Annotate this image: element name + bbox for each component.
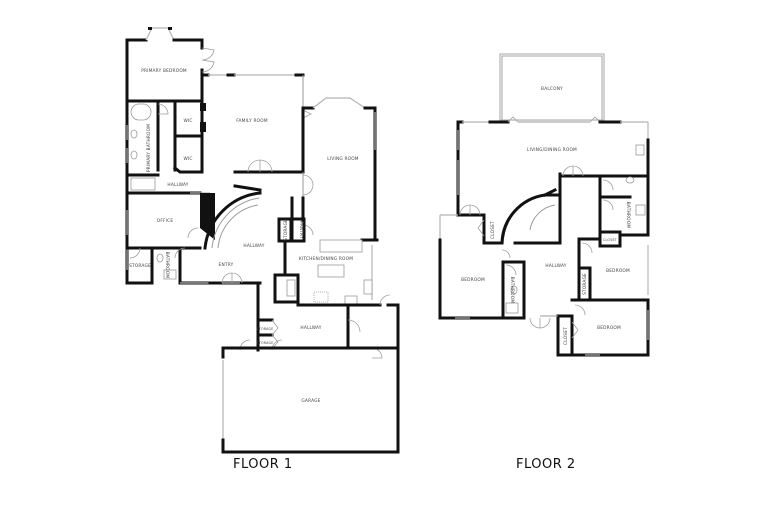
floor-1-plan: PRIMARY BEDROOM FAMILY ROOM WIC WIC PRIM… <box>125 27 400 472</box>
garage-walls <box>221 346 400 454</box>
floor-2-plan: BALCONY LIVING/DINING ROOM CLOSET BATHRO… <box>438 53 650 472</box>
room-label-bedroom-1: BEDROOM <box>461 277 485 283</box>
room-label-bedroom-3: BEDROOM <box>597 325 621 331</box>
room-label-primary-bedroom: PRIMARY BEDROOM <box>141 68 187 74</box>
primary-bedroom-walls <box>125 27 215 103</box>
room-label-pantry: PANTRY <box>298 221 304 239</box>
room-label-living-dining: LIVING/DINING ROOM <box>527 147 577 153</box>
lower-hallway-walls <box>239 281 400 454</box>
left-bedroom-walls <box>438 204 526 320</box>
kitchen-walls <box>273 217 400 307</box>
room-label-entry: ENTRY <box>219 262 234 268</box>
primary-suite-walls <box>125 99 210 195</box>
room-label-kitchen-dining: KITCHEN/DINING ROOM <box>299 256 353 262</box>
room-label-bathroom-2: BATHROOM <box>625 202 631 229</box>
room-label-bathroom: BATHROOM <box>164 252 170 279</box>
staircase <box>200 184 262 250</box>
floor-1-title: FLOOR 1 <box>233 457 293 472</box>
room-label-family-room: FAMILY ROOM <box>236 118 268 124</box>
room-label-storage-4: STORAGE <box>256 341 273 345</box>
room-label-hallway: HALLWAY <box>545 263 566 269</box>
room-label-balcony: BALCONY <box>541 86 563 92</box>
room-label-bathroom-1: BATHROOM <box>509 277 515 304</box>
living-room-walls <box>290 97 379 242</box>
room-label-wic-2: WIC <box>183 156 192 162</box>
balcony-walls <box>499 53 605 121</box>
room-label-office: OFFICE <box>157 218 174 224</box>
living-dining-walls <box>456 116 650 217</box>
staircase-floor-2 <box>500 174 562 245</box>
room-label-wic-1: WIC <box>183 118 192 124</box>
floor-2-title: FLOOR 2 <box>516 457 576 472</box>
room-label-storage-2: STORAGE <box>129 263 151 269</box>
room-label-hallway-upper: HALLWAY <box>167 182 188 188</box>
room-label-hallway-center: HALLWAY <box>243 243 264 249</box>
room-label-closet-1: CLOSET <box>490 221 496 239</box>
room-label-garage: GARAGE <box>301 398 320 404</box>
room-label-closet-2: CLOSET <box>563 327 569 345</box>
room-label-primary-bathroom: PRIMARY BATHROOM <box>146 124 152 172</box>
room-label-hallway-lower: HALLWAY <box>300 325 321 331</box>
right-side-walls <box>529 174 650 357</box>
room-label-living-room: LIVING ROOM <box>327 156 359 162</box>
room-label-storage-1: STORAGE <box>283 219 289 241</box>
room-label-closet-small: CLOSET <box>603 238 618 242</box>
room-label-storage-3: STORAGE <box>256 327 273 331</box>
room-label-storage: STORAGE <box>582 273 588 295</box>
room-label-bedroom-2: BEDROOM <box>606 268 630 274</box>
office-area-walls <box>125 191 262 285</box>
